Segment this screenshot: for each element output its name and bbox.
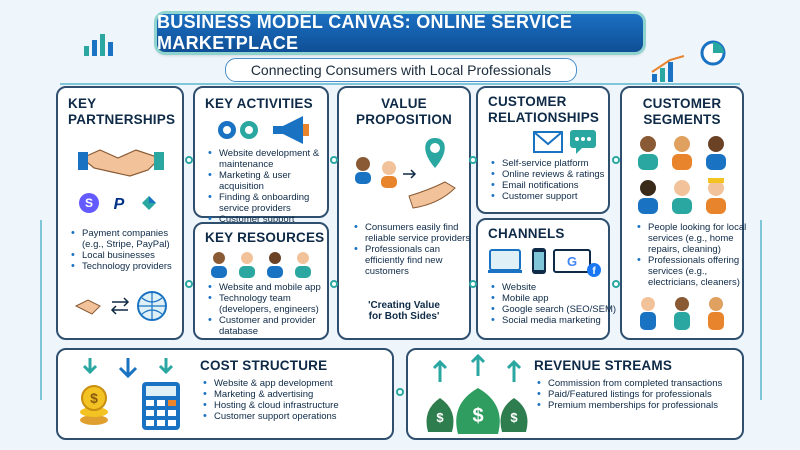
partnership-exchange-icon [74,291,167,321]
list-item: Mobile app [491,293,618,304]
list-item: Local businesses [71,250,192,261]
customer-relationships-title: CUSTOMER RELATIONSHIPS [488,94,600,125]
bar-chart-icon [84,34,113,56]
list-item: Email notifications [491,180,618,191]
connector-line-right [760,220,762,400]
gears-icon [218,121,258,139]
money-bags-icon: $ $ $ [426,354,528,434]
megaphone-icon [273,116,309,144]
svg-text:S: S [85,196,93,210]
key-resources-box: KEY RESOURCES Website and mobile app Tec… [193,222,329,340]
customer-segments-title: CUSTOMER SEGMENTS [642,96,722,127]
key-resources-list: Website and mobile app Technology team (… [207,282,335,337]
list-item: Customer and provider database [208,315,335,337]
list-item: Google search (SEO/SEM) [491,304,618,315]
list-item: Hosting & cloud infrastructure [203,400,402,411]
svg-text:$: $ [436,410,444,425]
list-item: Social media marketing [491,315,618,326]
list-item: Marketing & advertising [203,389,402,400]
connector-dot [330,156,338,164]
customers-group-icon [638,136,726,214]
cost-icon: $ [80,358,180,430]
email-chat-icon [533,130,596,154]
devices-icon: G f [488,248,601,277]
list-item: Website development & maintenance [208,148,335,170]
list-item: Website and mobile app [208,282,335,293]
svg-text:$: $ [90,390,98,406]
list-item: People looking for local services (e.g.,… [637,222,752,255]
revenue-streams-title: REVENUE STREAMS [534,358,673,373]
list-item: Customer support operations [203,411,402,422]
list-item: Technology team (developers, engineers) [208,293,335,315]
svg-text:G: G [567,254,577,269]
key-partnerships-list: Payment companies (e.g., Stripe, PayPal)… [70,228,192,272]
list-item: Consumers easily find reliable service p… [354,222,475,244]
connector-dot [185,156,193,164]
list-item: Professionals offering services (e.g., e… [637,255,752,288]
team-icon [211,252,311,278]
list-item: Website [491,282,618,293]
key-partnerships-title: KEY PARTNERSHIPS [68,96,176,127]
customer-segments-box: CUSTOMER SEGMENTS People looking for loc… [620,86,746,340]
handshake-icon [78,149,164,177]
connector-dot [396,388,404,396]
connector-dot [469,156,477,164]
svg-text:P: P [114,196,125,213]
growth-chart-icon [651,55,685,82]
value-proposition-title: VALUE PROPOSITION [356,96,452,127]
connect-people-icon [355,138,456,209]
list-item: Self-service platform [491,158,618,169]
revenue-streams-box: $ $ $ REVENUE STREAMS Commission from co… [406,348,744,440]
list-item: Professionals can efficiently find new c… [354,244,475,277]
value-proposition-list: Consumers easily find reliable service p… [353,222,475,277]
partner-logo-icon [142,196,156,210]
connector-dot [469,280,477,288]
paypal-icon: P [114,196,125,213]
list-item: Premium memberships for professionals [537,400,752,411]
channels-list: Website Mobile app Google search (SEO/SE… [490,282,618,326]
value-proposition-quote: 'Creating Value for Both Sides' [368,300,440,322]
svg-text:f: f [592,266,596,277]
customer-relationships-list: Self-service platform Online reviews & r… [490,158,618,202]
stripe-icon: S [79,193,99,213]
page-subtitle: Connecting Consumers with Local Professi… [225,58,577,82]
svg-text:$: $ [510,410,518,425]
cost-structure-title: COST STRUCTURE [200,358,328,373]
list-item: Finding & onboarding service providers [208,192,335,214]
connector-line-left [40,220,42,400]
customer-segments-list: People looking for local services (e.g.,… [636,222,752,288]
list-item: Technology providers [71,261,192,272]
connector-line-top [60,83,740,85]
channels-box: CHANNELS G f Website Mobile app Google s… [476,218,616,340]
list-item: Commission from completed transactions [537,378,752,389]
workers-icon [640,297,724,330]
connector-dot [612,156,620,164]
customer-relationships-box: CUSTOMER RELATIONSHIPS Self-service plat… [476,86,610,214]
page-title: BUSINESS MODEL CANVAS: ONLINE SERVICE MA… [157,12,643,53]
key-partnerships-box: KEY PARTNERSHIPS S P Payment companies (… [56,86,184,340]
cost-structure-box: $ COST STRUCTURE Website & app developme… [56,348,394,440]
list-item: Paid/Featured listings for professionals [537,389,752,400]
svg-text:$: $ [472,405,483,427]
value-proposition-box: VALUE PROPOSITION Consumers easily find … [337,86,471,340]
key-resources-title: KEY RESOURCES [205,230,325,245]
list-item: Customer support [491,191,618,202]
pie-chart-icon [700,40,726,66]
connector-dot [185,280,193,288]
key-activities-box: KEY ACTIVITIES Website development & mai… [193,86,329,225]
connector-dot [330,280,338,288]
revenue-streams-list: Commission from completed transactions P… [536,378,752,411]
list-item: Marketing & user acquisition [208,170,335,192]
list-item: Online reviews & ratings [491,169,618,180]
connector-dot [612,280,620,288]
list-item: Payment companies (e.g., Stripe, PayPal) [71,228,192,250]
list-item: Website & app development [203,378,402,389]
key-activities-title: KEY ACTIVITIES [205,96,313,111]
list-item: Customer support [208,214,335,225]
channels-title: CHANNELS [488,226,565,241]
cost-structure-list: Website & app development Marketing & ad… [202,378,402,422]
key-activities-list: Website development & maintenance Market… [207,148,335,225]
